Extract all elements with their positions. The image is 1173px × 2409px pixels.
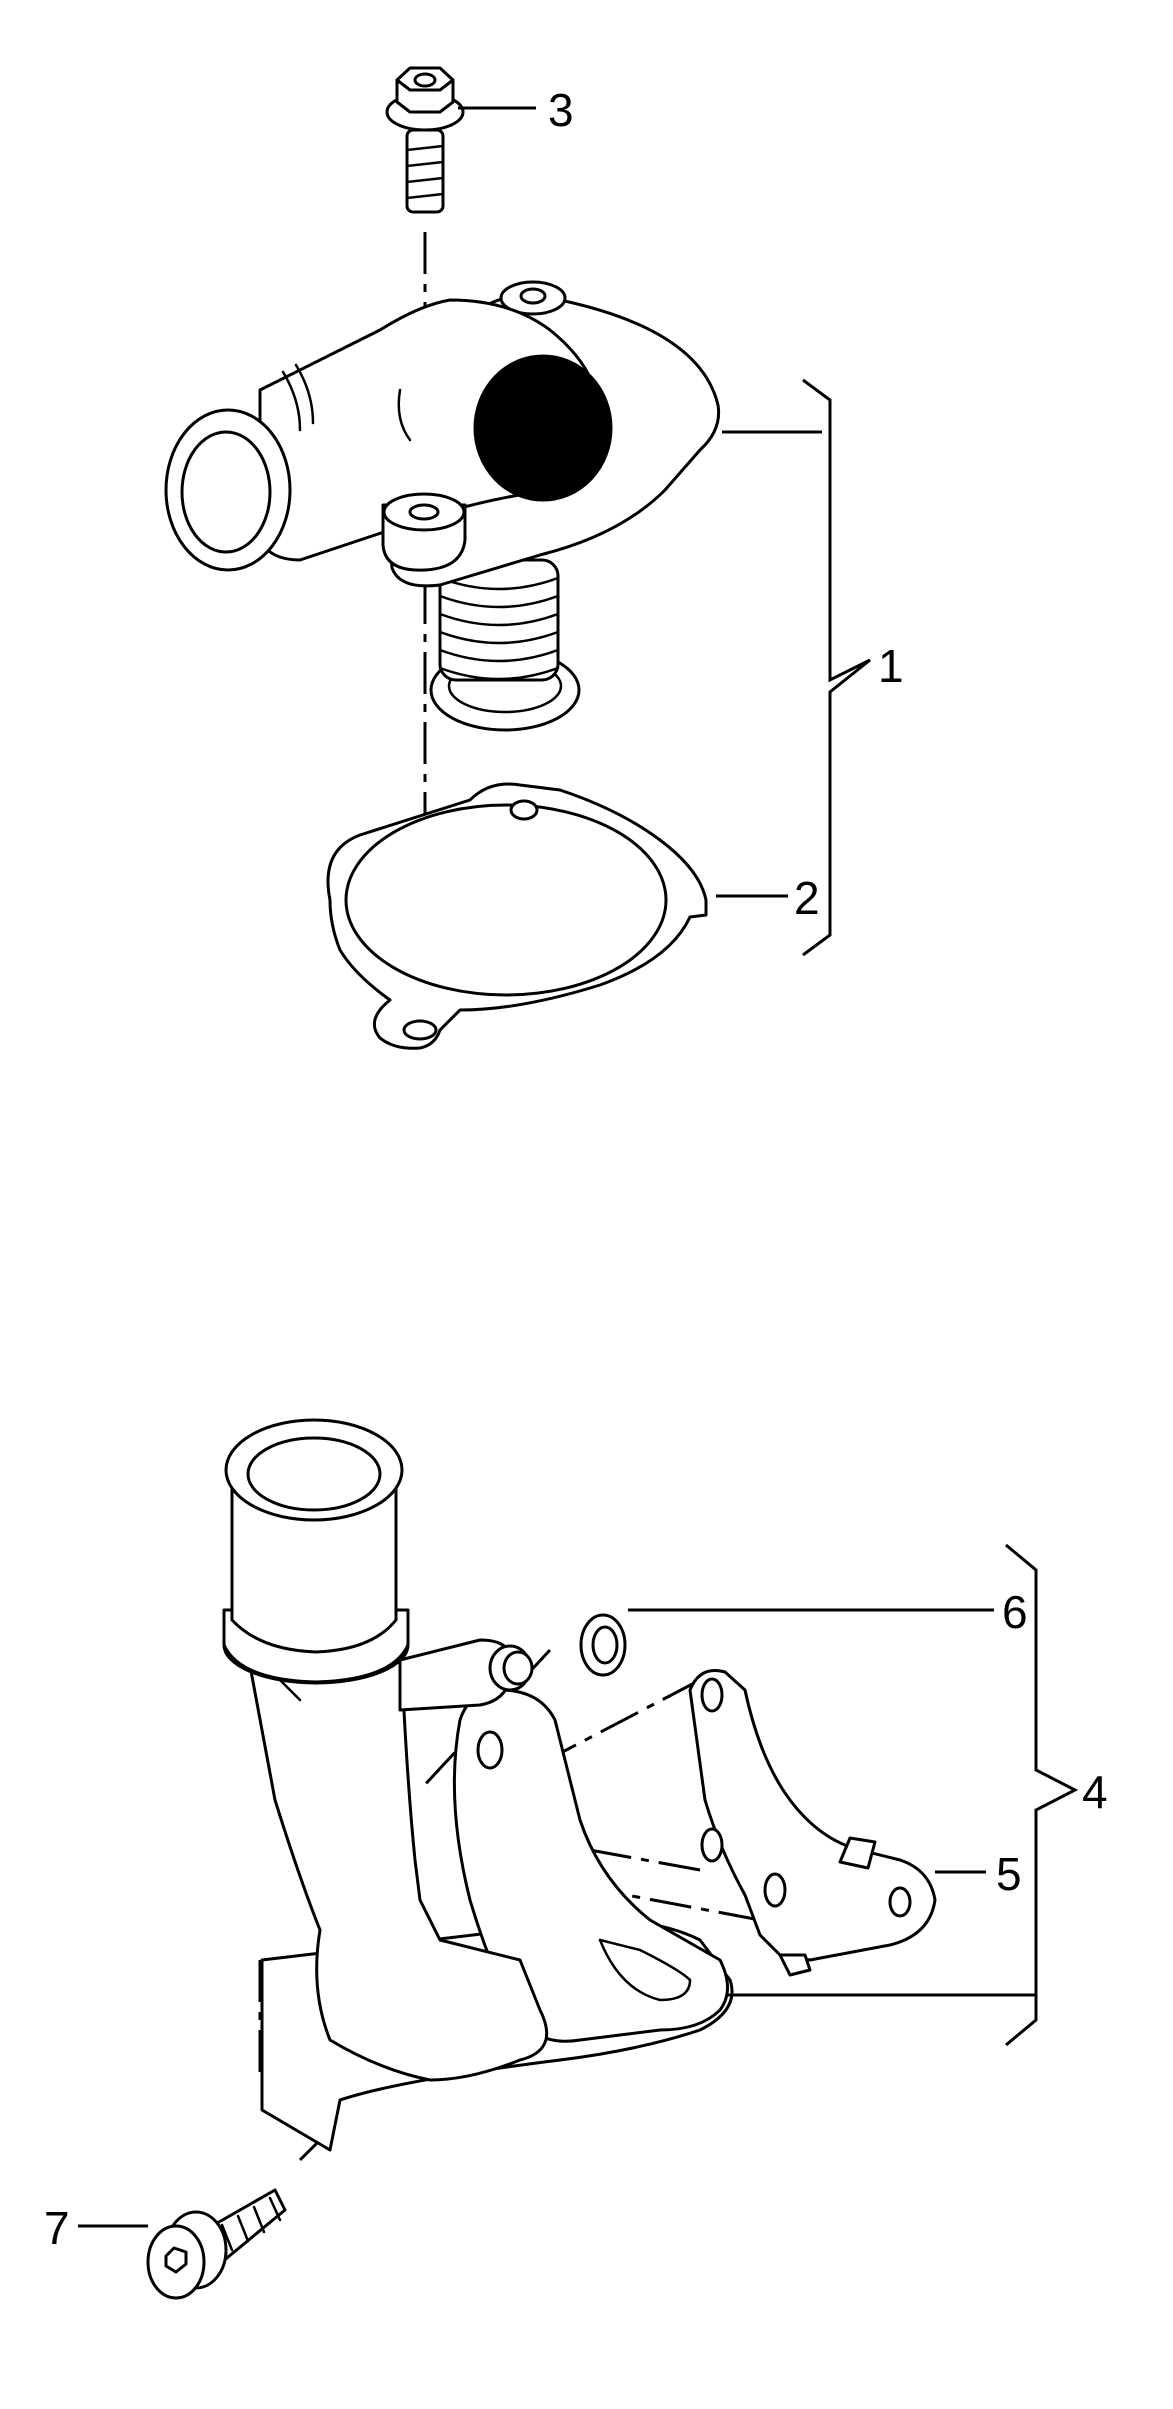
callout-3: 3 xyxy=(548,84,574,136)
gasket-icon xyxy=(326,782,708,1050)
coolant-flange-icon xyxy=(222,1418,734,2152)
callout-1: 1 xyxy=(878,640,904,692)
thermostat-icon xyxy=(429,558,581,732)
callout-4: 4 xyxy=(1082,1766,1108,1818)
torx-bolt-icon xyxy=(146,2188,287,2300)
brace-4 xyxy=(1005,1543,1079,2047)
bolt-icon xyxy=(385,66,465,214)
callout-6: 6 xyxy=(1002,1586,1028,1638)
callout-5: 5 xyxy=(996,1848,1022,1900)
callout-7: 7 xyxy=(44,2202,70,2254)
bracket-icon xyxy=(688,1669,937,1977)
callout-2: 2 xyxy=(794,872,820,924)
thermostat-housing-icon xyxy=(164,280,721,588)
o-ring-icon xyxy=(579,1613,627,1677)
brace-1 xyxy=(802,378,871,957)
